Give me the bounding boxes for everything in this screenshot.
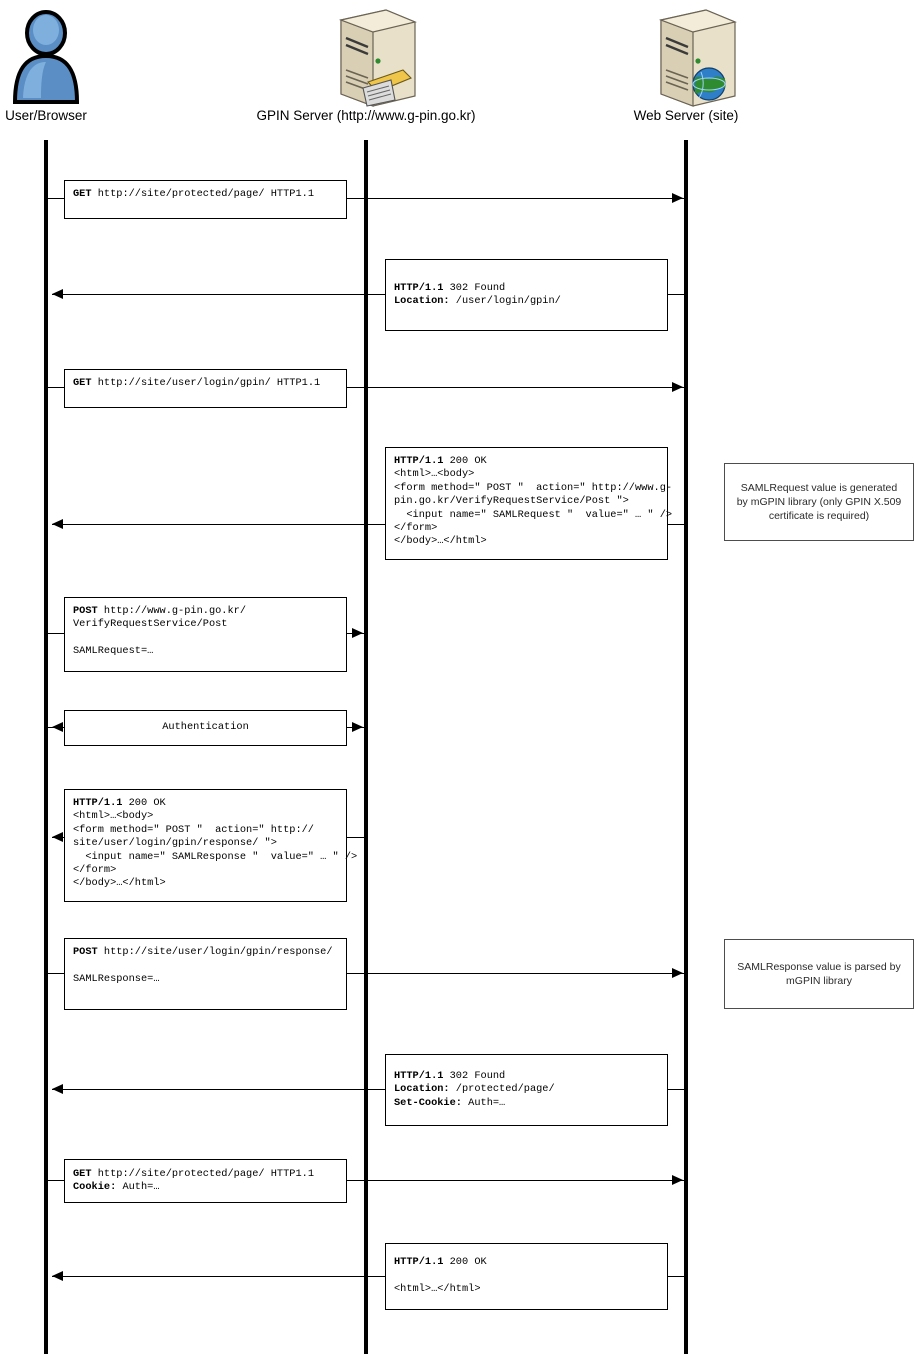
message-text: http://site/user/login/gpin/response/ <box>97 946 333 958</box>
arrowhead-right-icon <box>352 628 363 638</box>
message-box-post-verifyrequestservice[interactable]: POST http://www.g-pin.go.kr/VerifyReques… <box>64 597 347 672</box>
arrowhead-right-icon <box>672 968 683 978</box>
actor-label-gpin-server: GPIN Server (http://www.g-pin.go.kr) <box>256 108 476 123</box>
message-body-line: </body>…</html> <box>73 877 166 890</box>
user-lifeline <box>44 140 48 1354</box>
message-line <box>46 973 684 975</box>
note-samlrequest-generation: SAMLRequest value is generated by mGPIN … <box>724 463 914 541</box>
message-body-line: <input name=" SAMLResponse " value=" … "… <box>73 850 358 863</box>
user-icon <box>11 8 81 108</box>
message-body-line: </body>…</html> <box>394 535 487 548</box>
arrowhead-right-icon <box>672 382 683 392</box>
note-text: SAMLResponse value is parsed by mGPIN li… <box>737 961 901 987</box>
note-samlresponse-parsing: SAMLResponse value is parsed by mGPIN li… <box>724 939 914 1009</box>
message-method: GET <box>73 377 92 389</box>
arrowhead-left-icon <box>52 722 63 732</box>
message-body-line: <html>…</html> <box>394 1283 481 1296</box>
actor-label-web-server: Web Server (site) <box>633 108 739 123</box>
message-header-value: /protected/page/ <box>449 1083 555 1096</box>
web-server-lifeline <box>684 140 688 1354</box>
arrowhead-left-icon <box>52 289 63 299</box>
message-text: 302 Found <box>443 281 506 294</box>
message-body-line: pin.go.kr/VerifyRequestService/Post "> <box>394 495 629 508</box>
message-box-get-login-gpin[interactable]: GET http://site/user/login/gpin/ HTTP1.1 <box>64 369 347 408</box>
message-body-line: VerifyRequestService/Post <box>73 618 228 631</box>
message-body-line: SAMLResponse=… <box>73 972 160 985</box>
message-header-value: Auth=… <box>461 1096 506 1109</box>
message-box-get-protected-page[interactable]: GET http://site/protected/page/ HTTP1.1 <box>64 180 347 219</box>
message-body-line: <form method=" POST " action=" http:// <box>73 823 314 836</box>
message-body-line: site/user/login/gpin/response/ "> <box>73 837 277 850</box>
server-with-certificate-icon <box>311 8 421 108</box>
message-text: http://site/protected/page/ HTTP1.1 <box>91 188 314 200</box>
arrowhead-right-icon <box>672 193 683 203</box>
actor-user-browser: User/Browser <box>0 8 92 124</box>
message-status: HTTP/1.1 <box>394 281 444 294</box>
message-body-spacer <box>394 1270 660 1283</box>
arrowhead-left-icon <box>52 832 63 842</box>
message-text: http://site/protected/page/ HTTP1.1 <box>91 1167 314 1180</box>
message-line <box>46 387 684 389</box>
message-status: HTTP/1.1 <box>394 1069 444 1082</box>
message-body-line: </form> <box>394 522 438 535</box>
message-header-name: Location: <box>394 1083 450 1096</box>
message-body-line: <input name=" SAMLRequest " value=" … " … <box>394 508 673 521</box>
message-header-name: Set-Cookie: <box>394 1096 462 1109</box>
gpin-server-lifeline <box>364 140 368 1354</box>
message-text: 200 OK <box>122 797 166 809</box>
message-status: HTTP/1.1 <box>394 455 444 467</box>
message-method: POST <box>73 605 98 617</box>
arrowhead-left-icon <box>52 1271 63 1281</box>
message-box-post-gpin-response[interactable]: POST http://site/user/login/gpin/respons… <box>64 938 347 1010</box>
message-body-line: <form method=" POST " action=" http://ww… <box>394 481 673 494</box>
message-box-authentication[interactable]: Authentication <box>64 710 347 746</box>
message-box-200-ok-samlrequest-form[interactable]: HTTP/1.1 200 OK<html>…<body><form method… <box>385 447 673 560</box>
message-method: GET <box>73 1167 92 1180</box>
message-line <box>52 1089 686 1091</box>
message-method: POST <box>73 946 98 958</box>
arrowhead-left-icon <box>52 1084 63 1094</box>
message-box-200-ok-html[interactable]: HTTP/1.1 200 OK <html>…</html> <box>385 1243 668 1310</box>
message-line <box>52 294 686 296</box>
message-text: 200 OK <box>443 1256 487 1269</box>
message-status: HTTP/1.1 <box>73 797 123 809</box>
message-status: HTTP/1.1 <box>394 1256 444 1269</box>
arrowhead-right-icon <box>672 1175 683 1185</box>
actor-label-user-browser: User/Browser <box>5 108 87 123</box>
message-text: http://www.g-pin.go.kr/ <box>97 605 247 617</box>
message-line <box>52 524 686 526</box>
message-header-value: /user/login/gpin/ <box>449 295 561 307</box>
message-text: 200 OK <box>443 455 487 467</box>
actor-web-server: Web Server (site) <box>576 8 796 124</box>
message-method: GET <box>73 188 92 200</box>
arrowhead-left-icon <box>52 519 63 529</box>
message-line <box>46 198 684 200</box>
message-header-name: Cookie: <box>73 1181 117 1193</box>
arrowhead-right-icon <box>352 722 363 732</box>
message-body-line: <html>…<body> <box>73 810 154 823</box>
message-box-200-ok-samlresponse-form[interactable]: HTTP/1.1 200 OK<html>…<body><form method… <box>64 789 358 902</box>
actor-gpin-server: GPIN Server (http://www.g-pin.go.kr) <box>236 8 496 124</box>
message-header-value: Auth=… <box>116 1181 160 1193</box>
message-body-spacer <box>73 632 339 645</box>
message-header-name: Location: <box>394 295 450 307</box>
message-body-spacer <box>73 959 339 972</box>
message-text: http://site/user/login/gpin/ HTTP1.1 <box>91 377 321 389</box>
note-text: SAMLRequest value is generated by mGPIN … <box>736 482 902 522</box>
message-body-line: <html>…<body> <box>394 468 475 481</box>
message-text: 302 Found <box>443 1069 506 1082</box>
message-body-line: SAMLRequest=… <box>73 645 154 658</box>
message-line <box>46 1180 684 1182</box>
message-label: Authentication <box>162 721 249 734</box>
message-line <box>52 1276 686 1278</box>
server-with-globe-icon <box>631 8 741 108</box>
message-body-line: </form> <box>73 864 117 877</box>
